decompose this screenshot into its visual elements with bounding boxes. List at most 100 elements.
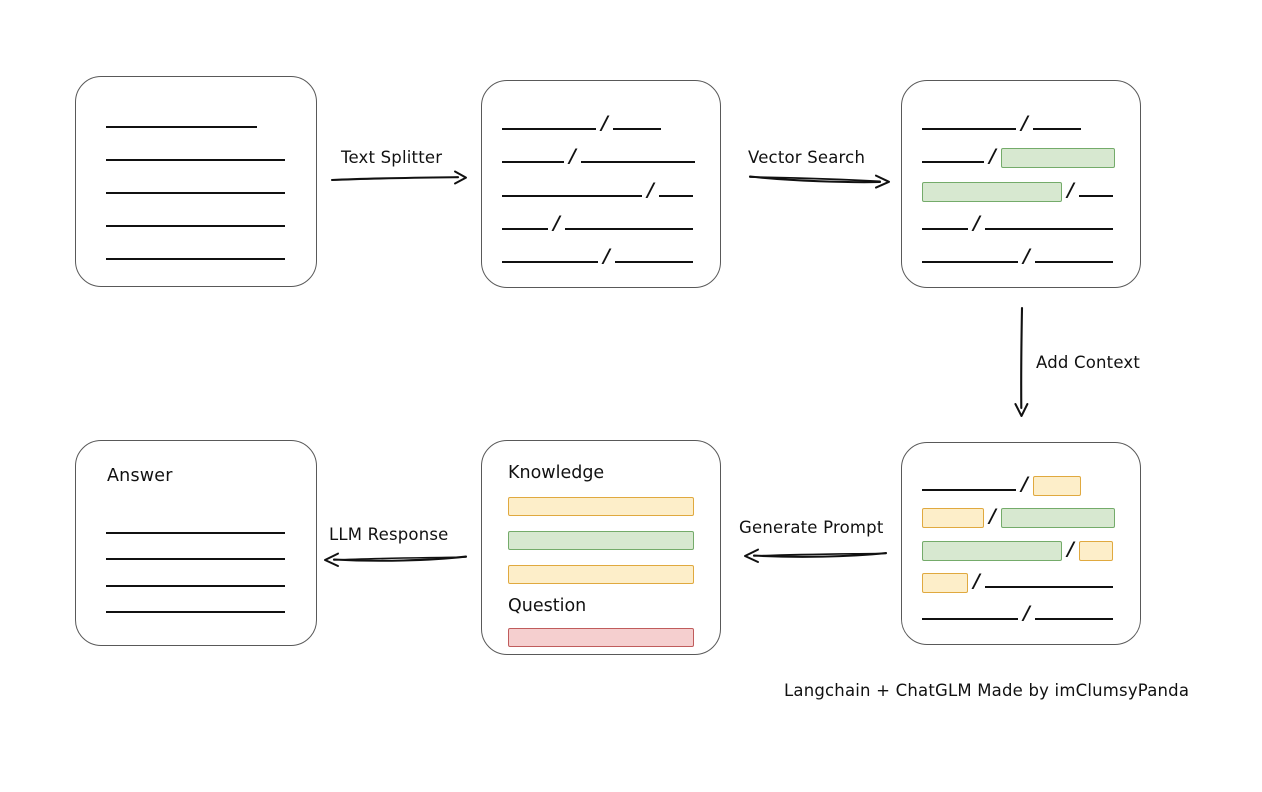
generate-prompt-label: Generate Prompt <box>739 518 884 537</box>
text-line-row <box>106 200 285 233</box>
slash-separator: / <box>1067 178 1074 201</box>
highlighted-chunk-green <box>922 540 1062 561</box>
context-chunks-lines: / / / / / <box>902 443 1140 644</box>
text-line <box>106 192 285 194</box>
text-line <box>1032 128 1081 131</box>
prompt-box[interactable]: Knowledge Question <box>481 440 721 655</box>
prompt-bar-green <box>508 530 694 550</box>
text-line-row: / <box>922 497 1120 529</box>
text-line-row: / <box>922 136 1120 169</box>
slash-separator: / <box>973 211 980 234</box>
context-chunks-box[interactable]: / / / / / <box>901 442 1141 645</box>
llm-response-label: LLM Response <box>329 525 449 544</box>
slash-separator: / <box>569 145 576 168</box>
text-line <box>1034 618 1113 621</box>
highlighted-chunk-yellow <box>1032 476 1081 497</box>
slash-separator: / <box>989 505 996 528</box>
text-line <box>1034 261 1113 264</box>
text-line <box>580 161 695 164</box>
text-line-row: / <box>502 236 700 269</box>
text-line <box>106 225 285 227</box>
text-line <box>612 128 661 131</box>
vector-search-label: Vector Search <box>748 148 866 167</box>
slash-separator: / <box>1021 473 1028 496</box>
text-line <box>106 159 285 161</box>
text-line-row: / <box>922 465 1120 497</box>
text-line <box>106 258 285 260</box>
text-line-row: / <box>502 203 700 236</box>
text-line <box>106 611 285 613</box>
answer-title: Answer <box>107 466 173 486</box>
text-line-row <box>106 167 285 200</box>
text-line-row: / <box>922 529 1120 561</box>
text-line-row <box>106 134 285 167</box>
text-line-row: / <box>922 103 1120 136</box>
add-context-arrow <box>1012 306 1032 418</box>
text-line <box>922 618 1018 621</box>
knowledge-bars <box>508 496 694 584</box>
slash-separator: / <box>1067 537 1074 560</box>
text-line <box>984 585 1113 588</box>
generate-prompt-arrow <box>738 545 888 565</box>
highlighted-chunk-yellow <box>922 572 968 593</box>
split-chunks-box[interactable]: / / / / / <box>481 80 721 288</box>
prompt-content: Knowledge Question <box>482 441 720 654</box>
text-line-row <box>106 566 285 593</box>
text-line <box>502 261 598 264</box>
split-chunks-lines: / / / / / <box>482 81 720 287</box>
text-line <box>922 161 984 164</box>
highlighted-chunk-green <box>922 181 1062 202</box>
source-document-lines <box>76 77 316 286</box>
source-document-box[interactable] <box>75 76 317 287</box>
slash-separator: / <box>647 178 654 201</box>
highlighted-chunk-green <box>1000 508 1115 529</box>
slash-separator: / <box>603 245 610 268</box>
footer-credit: Langchain + ChatGLM Made by imClumsyPand… <box>784 681 1190 700</box>
text-line-row <box>106 513 285 540</box>
answer-lines <box>76 441 316 645</box>
question-title: Question <box>508 595 587 616</box>
text-line <box>502 194 642 197</box>
text-line <box>106 531 285 534</box>
text-line <box>658 194 693 197</box>
matched-chunks-box[interactable]: / / / / / <box>901 80 1141 288</box>
add-context-label: Add Context <box>1036 353 1141 372</box>
text-splitter-arrow <box>330 170 470 188</box>
text-line-row: / <box>502 169 700 202</box>
text-line <box>922 489 1016 492</box>
highlighted-chunk-yellow <box>922 508 984 529</box>
text-line-row: / <box>922 203 1120 236</box>
text-line-row: / <box>502 136 700 169</box>
slash-separator: / <box>989 145 996 168</box>
prompt-bar-red <box>508 628 694 647</box>
text-line <box>614 261 693 264</box>
answer-box[interactable]: Answer <box>75 440 317 646</box>
llm-response-arrow <box>318 549 468 569</box>
text-line <box>922 227 968 230</box>
slash-separator: / <box>973 569 980 592</box>
slash-separator: / <box>1021 112 1028 135</box>
question-bars <box>508 628 694 647</box>
vector-search-arrow <box>748 168 894 190</box>
text-line <box>502 227 548 230</box>
text-line-row: / <box>922 562 1120 594</box>
matched-chunks-lines: / / / / / <box>902 81 1140 287</box>
text-line-row: / <box>502 103 700 136</box>
text-line <box>1078 194 1113 197</box>
knowledge-title: Knowledge <box>508 463 605 483</box>
slash-separator: / <box>1023 245 1030 268</box>
text-line-row: / <box>922 236 1120 269</box>
text-line-row: / <box>922 169 1120 202</box>
text-splitter-label: Text Splitter <box>341 148 443 167</box>
text-line <box>922 128 1016 131</box>
slash-separator: / <box>553 211 560 234</box>
slash-separator: / <box>1023 602 1030 625</box>
text-line <box>502 128 596 131</box>
highlighted-chunk-yellow <box>1078 540 1113 561</box>
prompt-bar-yellow <box>508 496 694 516</box>
text-line-row <box>106 540 285 567</box>
text-line <box>106 558 285 560</box>
text-line <box>502 161 564 164</box>
text-line-row <box>106 101 285 134</box>
